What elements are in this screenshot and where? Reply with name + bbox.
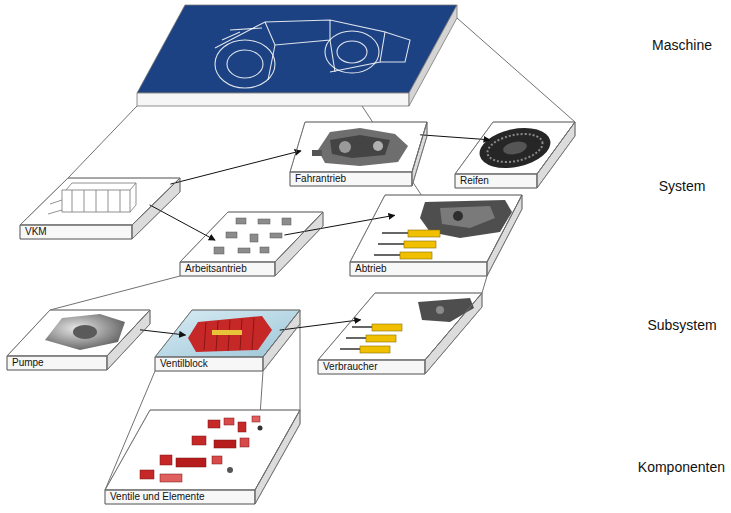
platform-surface: [7, 310, 150, 370]
platform-edge: [290, 172, 412, 186]
platform-edge: [455, 122, 575, 174]
platform-surface: [155, 310, 300, 371]
platform-edge: [487, 195, 522, 276]
platform-box: Ventile und Elemente: [105, 410, 300, 504]
platform-edge: [455, 174, 537, 188]
level-label: Komponenten: [638, 459, 725, 476]
platform-box: Fahrantrieb: [290, 122, 427, 186]
arrow-connector: [280, 320, 361, 330]
platform-label: Ventilblock: [160, 358, 208, 370]
arrow-connector: [140, 330, 185, 335]
platform-label: Verbraucher: [323, 361, 377, 373]
platform-edge: [20, 225, 132, 239]
platform-edge: [180, 212, 323, 262]
engine-sketch: [48, 183, 136, 214]
valve-block-picture: [188, 316, 272, 352]
platform-label: VKM: [25, 226, 47, 238]
platform-surface: [455, 122, 575, 188]
tractor-sketch: [215, 20, 410, 88]
platform-edge: [7, 356, 107, 370]
platform-box: Verbraucher: [318, 293, 482, 374]
work-drive-icons: [214, 218, 291, 254]
platform-edge: [105, 410, 300, 490]
platform-edge: [350, 262, 487, 276]
valve-parts-picture: [140, 416, 263, 482]
platform-box: Ventilblock: [155, 310, 300, 371]
platform-edge: [255, 410, 300, 504]
platform-box: Reifen: [455, 122, 575, 188]
level-label: Maschine: [652, 37, 712, 54]
platform-surface: [350, 195, 522, 276]
arrow-connector: [150, 205, 215, 240]
platform-outline: [105, 410, 300, 504]
platform-edge: [350, 195, 522, 262]
platform-surface: [105, 410, 300, 504]
platform-edge: [425, 293, 482, 374]
platform-box: VKM: [20, 178, 180, 239]
platform-surface: [180, 212, 323, 276]
platform-surface: [318, 293, 482, 374]
platform-edge: [412, 122, 427, 186]
platform-label: Arbeitsantrieb: [185, 263, 247, 275]
platform-edge: [290, 122, 427, 172]
platform-edge: [105, 490, 255, 504]
platform-box: Pumpe: [7, 310, 150, 370]
platform-edge: [263, 310, 300, 371]
platform-edge: [155, 310, 300, 357]
platform-edge: [132, 178, 180, 239]
platform-label: Ventile und Elemente: [110, 491, 205, 503]
machine-platform: [137, 5, 457, 106]
drivetrain-picture: [312, 128, 408, 166]
platform-edge: [180, 262, 275, 276]
pump-picture: [45, 314, 125, 350]
arrow-connector: [284, 215, 394, 235]
output-picture: [374, 200, 512, 259]
level-label: System: [659, 178, 706, 195]
arrow-connector: [420, 135, 490, 140]
platform-box: Arbeitsantrieb: [180, 212, 323, 276]
platform-label: Reifen: [460, 175, 489, 187]
platform-label: Pumpe: [12, 357, 44, 369]
platform-edge: [155, 357, 263, 371]
platform-box: Abtrieb: [350, 195, 522, 276]
platform-label: Fahrantrieb: [295, 173, 346, 185]
platform-edge: [537, 122, 575, 188]
platform-surface: [290, 122, 427, 186]
platform-edge: [318, 293, 482, 360]
platform-edge: [318, 360, 425, 374]
arrow-connector: [170, 151, 301, 184]
platform-edge: [107, 310, 150, 370]
level-label: Subsystem: [647, 317, 716, 334]
platform-label: Abtrieb: [355, 263, 387, 275]
platform-edge: [275, 212, 323, 276]
